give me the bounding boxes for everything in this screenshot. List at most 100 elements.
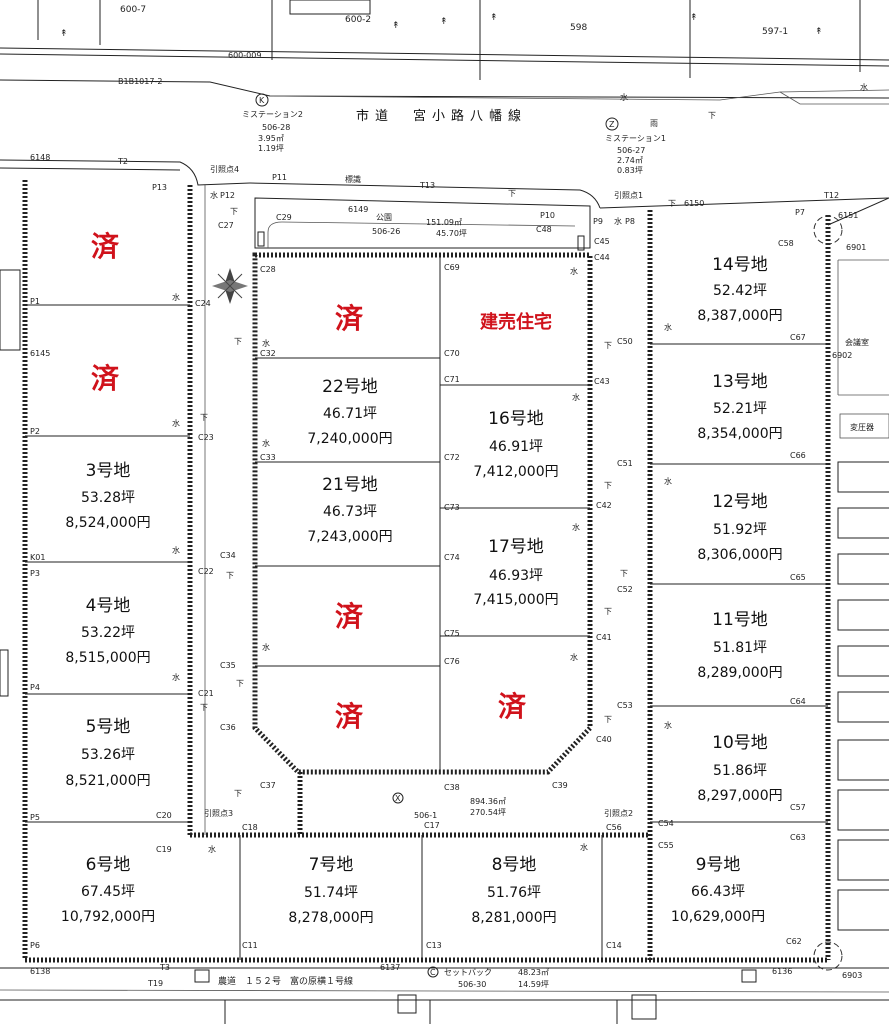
svg-text:水: 水 bbox=[172, 292, 180, 302]
point-p7: P7 bbox=[795, 208, 805, 217]
survey-points: 6148 T2 P13 P12 P11 T13 6149 P10 P9 P8 6… bbox=[30, 153, 866, 988]
point-6145: 6145 bbox=[30, 349, 50, 358]
left-chip-label: ミステーション2 bbox=[242, 110, 303, 119]
svg-text:下: 下 bbox=[620, 569, 628, 578]
point-c21: C21 bbox=[198, 689, 214, 698]
svg-text:下: 下 bbox=[236, 679, 244, 688]
point-p12: P12 bbox=[220, 191, 235, 200]
lot-3-price: 8,524,000円 bbox=[65, 515, 150, 531]
point-c56: C56 bbox=[606, 823, 622, 832]
svg-text:下: 下 bbox=[234, 337, 242, 346]
lot-21[interactable]: 21号地 46.73坪 7,243,000円 bbox=[307, 475, 392, 545]
lot-10[interactable]: 10号地 51.86坪 8,297,000円 bbox=[697, 733, 782, 804]
left-neighbors bbox=[0, 269, 21, 697]
lot-8-area: 51.76坪 bbox=[487, 885, 541, 901]
point-c23: C23 bbox=[198, 433, 214, 442]
point-p13: P13 bbox=[152, 183, 167, 192]
lot-7[interactable]: 7号地 51.74坪 8,278,000円 bbox=[288, 855, 373, 926]
point-c62: C62 bbox=[786, 937, 802, 946]
bottom-road-name: 農道 １５２号 富の原横１号線 bbox=[218, 975, 353, 987]
lot-11[interactable]: 11号地 51.81坪 8,289,000円 bbox=[697, 610, 782, 681]
lot-3-area: 53.28坪 bbox=[81, 490, 135, 506]
lot-16[interactable]: 16号地 46.91坪 7,412,000円 bbox=[473, 409, 558, 480]
neighbor-600-009: 600-009 bbox=[228, 51, 261, 60]
svg-text:↟: ↟ bbox=[60, 29, 68, 39]
lot-9[interactable]: 9号地 66.43坪 10,629,000円 bbox=[671, 855, 765, 925]
lot-8[interactable]: 8号地 51.76坪 8,281,000円 bbox=[471, 855, 556, 926]
top-neighbor-parcels: 600-7 600-2 598 597-1 B1B1017-2 600-009 … bbox=[0, 0, 889, 86]
lot-3[interactable]: 3号地 53.28坪 8,524,000円 bbox=[65, 461, 150, 531]
svg-text:水: 水 bbox=[570, 266, 578, 276]
ref-point-3: 引照点3 bbox=[204, 809, 233, 818]
built-for-sale-label: 建売住宅 bbox=[480, 311, 552, 333]
center-road-parcel: 506-1 bbox=[414, 811, 437, 820]
svg-text:↟: ↟ bbox=[690, 13, 698, 23]
point-c13: C13 bbox=[426, 941, 442, 950]
point-c63: C63 bbox=[790, 833, 806, 842]
svg-text:水: 水 bbox=[860, 82, 868, 92]
lots: 3号地 53.28坪 8,524,000円 4号地 53.22坪 8,515,0… bbox=[61, 255, 783, 926]
svg-text:下: 下 bbox=[604, 481, 612, 490]
svg-text:水: 水 bbox=[614, 216, 622, 226]
lot-9-price: 10,629,000円 bbox=[671, 909, 765, 925]
lot-14[interactable]: 14号地 52.42坪 8,387,000円 bbox=[697, 255, 782, 324]
ref-point-2: 引照点2 bbox=[604, 809, 633, 818]
point-c66: C66 bbox=[790, 451, 806, 460]
center-road-area-tsubo: 270.54坪 bbox=[470, 808, 506, 817]
point-c57: C57 bbox=[790, 803, 806, 812]
park-area-m2: 151.09㎡ bbox=[426, 218, 462, 227]
sold-stamp-lot-20: 済 bbox=[335, 600, 364, 633]
lot-5[interactable]: 5号地 53.26坪 8,521,000円 bbox=[65, 717, 150, 789]
point-c29: C29 bbox=[276, 213, 292, 222]
svg-text:水: 水 bbox=[262, 438, 270, 448]
lot-4[interactable]: 4号地 53.22坪 8,515,000円 bbox=[65, 596, 150, 666]
lot-17-number: 17号地 bbox=[488, 537, 544, 557]
lot-10-price: 8,297,000円 bbox=[697, 788, 782, 804]
right-chip-parcel: 506-27 bbox=[617, 146, 645, 155]
sold-stamp-lot-1: 済 bbox=[91, 230, 120, 263]
point-6902: 6902 bbox=[832, 351, 852, 360]
lot-14-number: 14号地 bbox=[712, 255, 768, 275]
svg-text:水: 水 bbox=[572, 522, 580, 532]
lot-10-number: 10号地 bbox=[712, 733, 768, 753]
setback-parcel: 506-30 bbox=[458, 980, 486, 989]
svg-text:水: 水 bbox=[262, 338, 270, 348]
lot-17[interactable]: 17号地 46.93坪 7,415,000円 bbox=[473, 537, 558, 608]
point-6136: 6136 bbox=[772, 967, 792, 976]
lot-4-area: 53.22坪 bbox=[81, 625, 135, 641]
lot-8-price: 8,281,000円 bbox=[471, 910, 556, 926]
point-c32: C32 bbox=[260, 349, 276, 358]
svg-text:下: 下 bbox=[708, 111, 716, 120]
point-c41: C41 bbox=[596, 633, 612, 642]
point-c72: C72 bbox=[444, 453, 460, 462]
lot-6-area: 67.45坪 bbox=[81, 884, 135, 900]
svg-text:下: 下 bbox=[668, 199, 676, 208]
compass-icon bbox=[212, 268, 248, 304]
lot-21-area: 46.73坪 bbox=[323, 504, 377, 520]
point-c70: C70 bbox=[444, 349, 460, 358]
point-c35: C35 bbox=[220, 661, 236, 670]
right-chip-label: ミステーション1 bbox=[605, 134, 666, 143]
point-c42: C42 bbox=[596, 501, 612, 510]
lot-6[interactable]: 6号地 67.45坪 10,792,000円 bbox=[61, 855, 155, 925]
right-chip-area: 2.74㎡ bbox=[617, 156, 643, 165]
utility-marks: 水 水 水 水 水 水 水 水 水 水 水 水 水 水 水 水 水 水 下 下 … bbox=[172, 190, 676, 854]
point-c44: C44 bbox=[594, 253, 610, 262]
lot-13[interactable]: 13号地 52.21坪 8,354,000円 bbox=[697, 372, 782, 442]
point-c36: C36 bbox=[220, 723, 236, 732]
point-6903: 6903 bbox=[842, 971, 862, 980]
lot-12-price: 8,306,000円 bbox=[697, 547, 782, 563]
lot-10-area: 51.86坪 bbox=[713, 763, 767, 779]
lot-9-area: 66.43坪 bbox=[691, 884, 745, 900]
point-c19: C19 bbox=[156, 845, 172, 854]
park: 公園 506-26 151.09㎡ 45.70坪 bbox=[254, 197, 591, 251]
point-c50: C50 bbox=[617, 337, 633, 346]
lot-22[interactable]: 22号地 46.71坪 7,240,000円 bbox=[307, 377, 392, 447]
svg-text:下: 下 bbox=[226, 571, 234, 580]
meeting-room-label: 会議室 bbox=[845, 337, 869, 347]
svg-text:水: 水 bbox=[664, 322, 672, 332]
sold-stamp-lot-19: 済 bbox=[335, 700, 364, 733]
lot-12[interactable]: 12号地 51.92坪 8,306,000円 bbox=[697, 492, 782, 563]
rain-mark: 雨 bbox=[650, 119, 658, 128]
lot-11-area: 51.81坪 bbox=[713, 640, 767, 656]
